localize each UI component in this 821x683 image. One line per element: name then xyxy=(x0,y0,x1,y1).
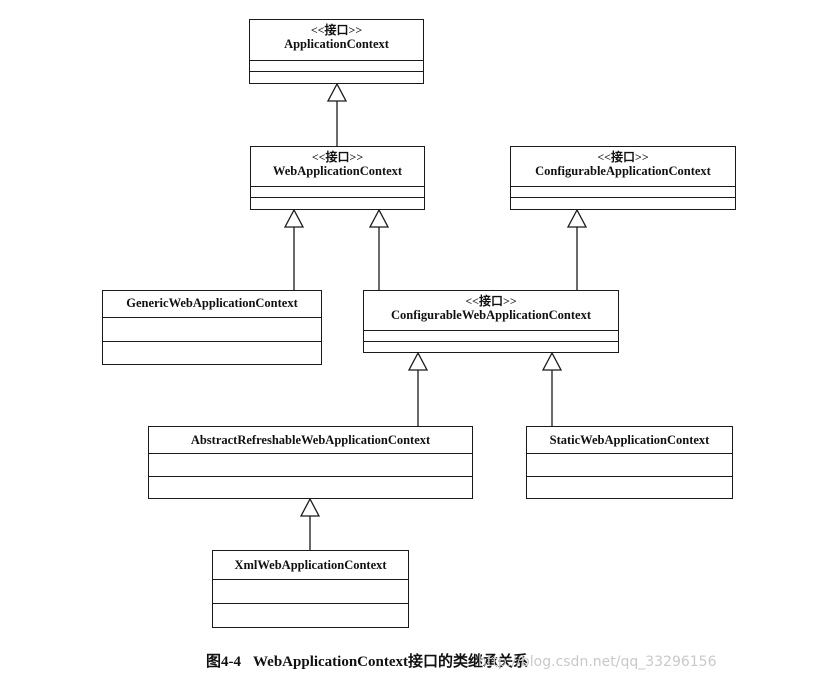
class-application-context: <<接口>> ApplicationContext xyxy=(249,19,424,84)
generalization-arrowhead xyxy=(566,208,588,228)
class-generic-web-application-context: GenericWebApplicationContext xyxy=(102,290,322,365)
generalization-arrowhead xyxy=(326,82,348,102)
methods-compartment xyxy=(251,198,424,209)
stereotype-label: <<接口>> xyxy=(465,294,517,308)
attributes-compartment xyxy=(527,454,732,477)
class-xml-web-application-context: XmlWebApplicationContext xyxy=(212,550,409,628)
generalization-arrowhead xyxy=(541,351,563,371)
attributes-compartment xyxy=(213,580,408,604)
class-header: <<接口>> ConfigurableApplicationContext xyxy=(511,147,735,187)
methods-compartment xyxy=(213,604,408,626)
class-name: AbstractRefreshableWebApplicationContext xyxy=(190,433,431,447)
class-header: AbstractRefreshableWebApplicationContext xyxy=(149,427,472,454)
attributes-compartment xyxy=(251,187,424,198)
attributes-compartment xyxy=(149,454,472,477)
methods-compartment xyxy=(250,72,423,83)
generalization-arrowhead xyxy=(407,351,429,371)
class-name: WebApplicationContext xyxy=(272,164,403,178)
class-header: <<接口>> ConfigurableWebApplicationContext xyxy=(364,291,618,331)
stereotype-label: <<接口>> xyxy=(597,150,649,164)
attributes-compartment xyxy=(364,331,618,342)
class-web-application-context: <<接口>> WebApplicationContext xyxy=(250,146,425,210)
class-name: ConfigurableApplicationContext xyxy=(535,164,711,178)
methods-compartment xyxy=(511,198,735,209)
class-header: <<接口>> WebApplicationContext xyxy=(251,147,424,187)
class-header: StaticWebApplicationContext xyxy=(527,427,732,454)
attributes-compartment xyxy=(103,318,321,342)
methods-compartment xyxy=(364,342,618,352)
class-static-web-application-context: StaticWebApplicationContext xyxy=(526,426,733,499)
class-abstract-refreshable-web-application-context: AbstractRefreshableWebApplicationContext xyxy=(148,426,473,499)
class-name: ConfigurableWebApplicationContext xyxy=(390,308,591,322)
class-header: XmlWebApplicationContext xyxy=(213,551,408,580)
watermark-text: http://blog.csdn.net/qq_33296156 xyxy=(478,654,717,670)
attributes-compartment xyxy=(250,61,423,72)
class-header: <<接口>> ApplicationContext xyxy=(250,20,423,61)
generalization-arrowhead xyxy=(283,208,305,228)
methods-compartment xyxy=(149,477,472,497)
attributes-compartment xyxy=(511,187,735,198)
class-name: XmlWebApplicationContext xyxy=(234,558,387,572)
generalization-arrowhead xyxy=(368,208,390,228)
figure-title: WebApplicationContext接口的类继承关系 xyxy=(253,654,529,670)
class-configurable-web-application-context: <<接口>> ConfigurableWebApplicationContext xyxy=(363,290,619,353)
figure-caption: 图4-4 WebApplicationContext接口的类继承关系 xyxy=(206,650,528,671)
stereotype-label: <<接口>> xyxy=(311,150,364,164)
methods-compartment xyxy=(527,477,732,497)
class-name: StaticWebApplicationContext xyxy=(549,433,710,447)
methods-compartment xyxy=(103,342,321,363)
class-configurable-application-context: <<接口>> ConfigurableApplicationContext xyxy=(510,146,736,210)
generalization-arrowhead xyxy=(299,497,321,517)
class-name: GenericWebApplicationContext xyxy=(126,296,298,310)
stereotype-label: <<接口>> xyxy=(310,23,363,37)
figure-number: 图4-4 xyxy=(206,654,241,670)
class-header: GenericWebApplicationContext xyxy=(103,291,321,318)
class-name: ApplicationContext xyxy=(284,37,389,51)
